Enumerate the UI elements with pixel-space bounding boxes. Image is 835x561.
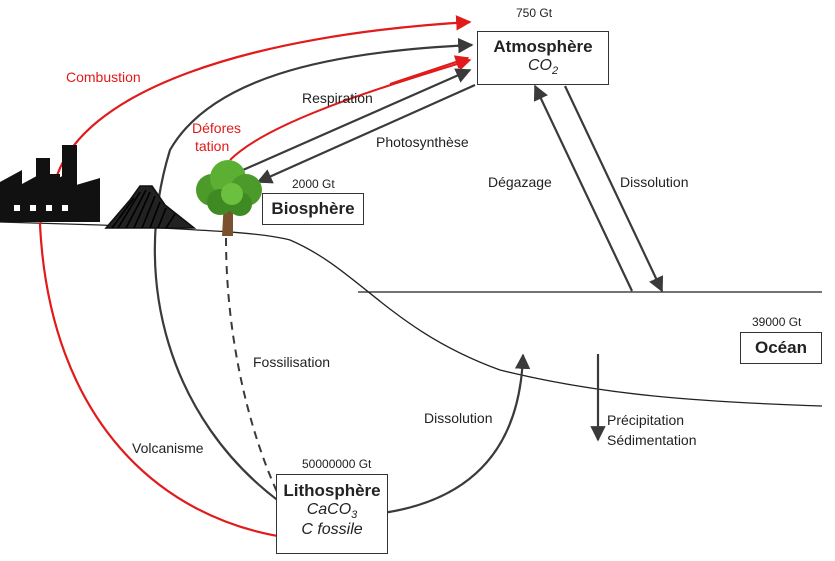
combustion-arrow	[53, 15, 472, 183]
combustion-label: Combustion	[66, 69, 141, 85]
atmosphere-name: Atmosphère	[493, 37, 593, 56]
respiration-arrow	[242, 68, 472, 172]
degassing-arrow	[533, 84, 633, 292]
sedimentation-label: Sédimentation	[607, 432, 697, 448]
biosphere-box: Biosphère	[262, 193, 364, 225]
deforestation-label-1: Défores	[192, 120, 242, 136]
lithosphere-box: Lithosphère CaCO3 C fossile	[276, 474, 388, 554]
deforestation-arrow	[229, 57, 472, 161]
factory-icon	[0, 145, 100, 222]
fossil-fuel-extraction-line	[38, 199, 291, 540]
lithosphere-name: Lithosphère	[283, 481, 381, 500]
atmosphere-compound: CO2	[527, 57, 559, 78]
volcano-icon	[104, 185, 197, 229]
degassing-label: Dégazage	[488, 174, 552, 190]
atmosphere-stock: 750 Gt	[516, 6, 553, 20]
lithosphere-fossil-carbon: C fossile	[301, 521, 363, 539]
fossilisation-arrow	[225, 237, 298, 532]
atmosphere-box: Atmosphère CO2	[477, 31, 609, 85]
dissolution-litho-arrow	[382, 353, 531, 515]
tree-icon	[196, 160, 262, 236]
dissolution-atm-label: Dissolution	[620, 174, 689, 190]
precipitation-label: Précipitation	[607, 412, 685, 428]
volcanism-label: Volcanisme	[132, 440, 204, 456]
biosphere-stock: 2000 Gt	[292, 177, 335, 191]
fossilisation-label: Fossilisation	[253, 354, 331, 370]
volcanism-arrow	[153, 37, 474, 503]
ocean-stock: 39000 Gt	[752, 315, 802, 329]
lithosphere-caco3: CaCO3	[306, 501, 358, 522]
photosynthesis-label: Photosynthèse	[376, 134, 469, 150]
respiration-label: Respiration	[302, 90, 373, 106]
ocean-name: Océan	[755, 338, 807, 357]
photosynthesis-arrow	[256, 83, 476, 184]
deforestation-label-2: tation	[195, 138, 230, 154]
dissolution-litho-label: Dissolution	[424, 410, 493, 426]
respiration-red-arrow	[389, 55, 470, 85]
ground-line	[0, 221, 823, 407]
dissolution-atm-arrow	[564, 85, 664, 293]
biosphere-name: Biosphère	[271, 199, 355, 218]
ocean-box: Océan	[740, 332, 822, 364]
lithosphere-stock: 50000000 Gt	[302, 457, 372, 471]
